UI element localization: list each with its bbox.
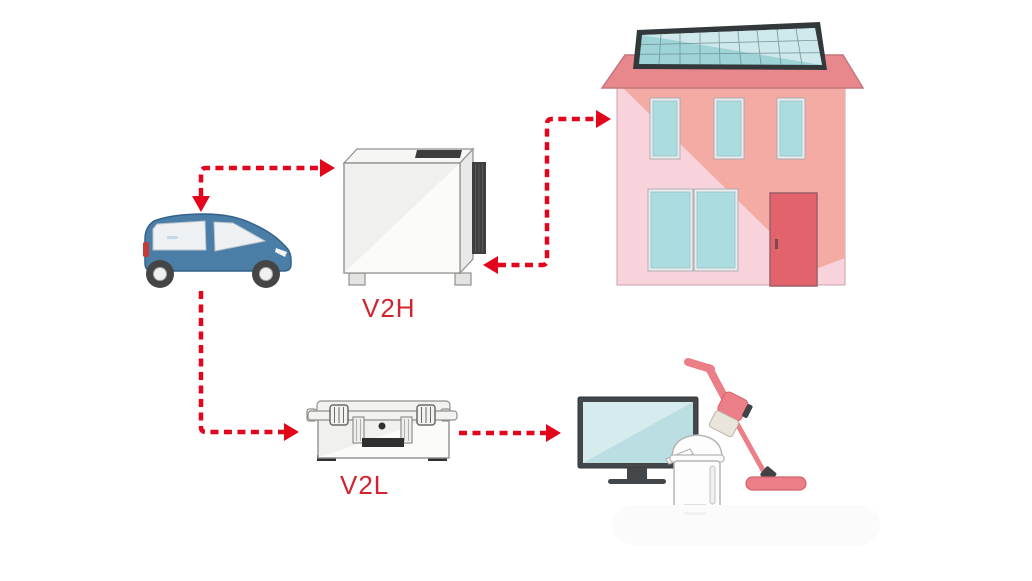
vacuum-button — [742, 404, 753, 418]
v2h-foot-right — [454, 272, 472, 286]
arrowhead-right-to-appliances — [546, 424, 561, 442]
pot-level-window — [709, 465, 716, 505]
appliances-group — [577, 358, 807, 511]
v2h-label: V2H — [362, 293, 416, 323]
arrowhead-down-to-car — [192, 196, 210, 212]
v2h-front-sheen — [344, 163, 460, 273]
arrow-v2l-to-appliances — [459, 424, 561, 442]
car-taillight — [143, 242, 149, 257]
v2l-body-sheen — [320, 413, 448, 457]
arrow-car-to-v2l — [198, 291, 299, 441]
car-front-wheel — [252, 260, 280, 288]
faint-artifact-dash — [684, 512, 706, 515]
solar-panel-icon — [633, 22, 827, 70]
house-icon — [600, 22, 865, 287]
v2l-latch-right — [416, 404, 436, 426]
arrow-v2h-house — [483, 110, 611, 274]
v2h-grille — [472, 162, 486, 254]
v2l-handle-bar — [362, 438, 404, 447]
tv-icon — [577, 396, 699, 484]
v2h-foot-left — [348, 272, 366, 286]
v2l-label: V2L — [340, 470, 390, 500]
electric-pot-icon — [665, 434, 725, 511]
vacuum-head — [745, 476, 807, 491]
tv-neck — [627, 468, 647, 479]
lower-windows — [647, 188, 739, 272]
arrowhead-right-to-v2l — [284, 423, 299, 441]
car-rear-window — [152, 220, 207, 251]
car-front-window — [213, 221, 267, 252]
v2l-button — [378, 422, 386, 430]
v2l-latch-left — [329, 404, 349, 426]
v2l-handle-recess — [352, 416, 413, 447]
v2h-side-face — [459, 147, 474, 275]
arrowhead-right-to-house — [596, 110, 611, 128]
v2l-unit-icon — [306, 400, 458, 461]
car-door-handle — [167, 236, 178, 239]
car-rear-wheel — [146, 260, 174, 288]
faint-artifact — [612, 505, 880, 545]
v2h-top-slot — [415, 150, 462, 158]
front-door — [769, 192, 818, 287]
vacuum-cleaner-icon — [684, 358, 807, 491]
vacuum-body — [708, 391, 753, 438]
tv-screen-sheen — [583, 402, 693, 463]
car-headlight — [275, 248, 287, 257]
vacuum-dustbin — [708, 410, 740, 438]
solar-panel-grid — [639, 28, 821, 65]
arrowhead-left-to-v2h — [483, 256, 498, 274]
vacuum-wand — [732, 417, 767, 475]
arrowhead-right-to-v2h — [320, 159, 335, 177]
v2h-unit-icon — [342, 147, 486, 286]
arrow-car-v2h — [192, 159, 335, 212]
door-handle — [775, 239, 778, 249]
upper-windows — [649, 97, 806, 160]
ev-car-icon — [143, 213, 292, 288]
tv-base — [608, 479, 666, 484]
